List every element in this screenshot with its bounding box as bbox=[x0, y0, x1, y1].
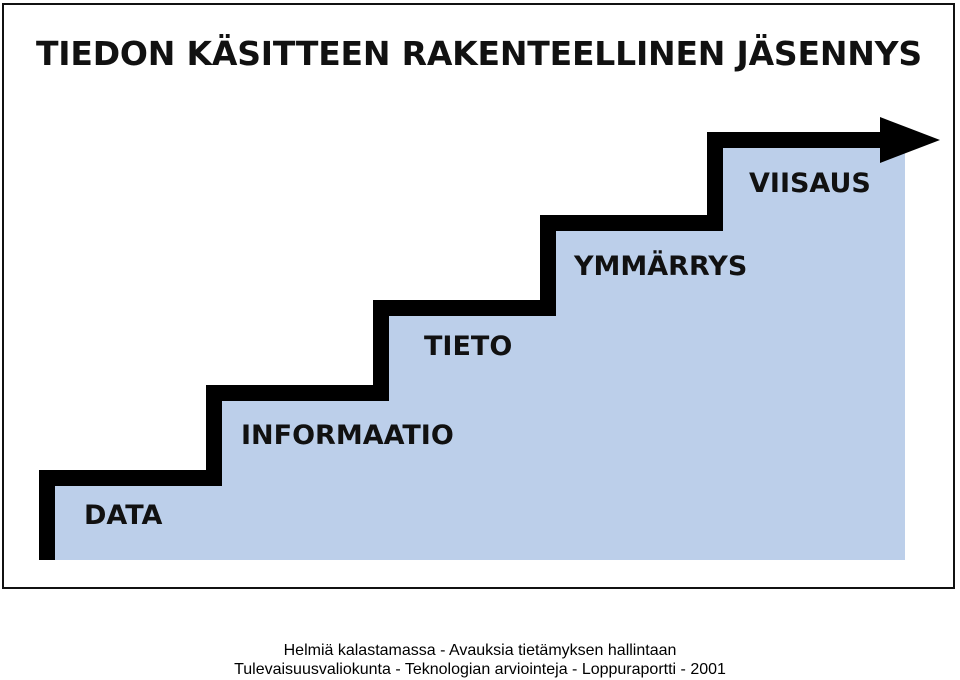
step-label-informaatio: INFORMAATIO bbox=[241, 420, 454, 451]
staircase-graphic bbox=[39, 117, 940, 560]
arrow-head-icon bbox=[880, 117, 940, 163]
step-label-viisaus: VIISAUS bbox=[749, 168, 871, 199]
step-label-tieto: TIETO bbox=[424, 331, 513, 362]
staircase-fill bbox=[47, 140, 905, 560]
step-label-ymmarrys: YMMÄRRYS bbox=[574, 251, 748, 282]
footer-caption-line-1: Helmiä kalastamassa - Avauksia tietämyks… bbox=[283, 642, 677, 659]
footer-caption-line-2: Tulevaisuusvaliokunta - Teknologian arvi… bbox=[234, 661, 726, 678]
diagram-title: TIEDON KÄSITTEEN RAKENTEELLINEN JÄSENNYS bbox=[36, 34, 922, 73]
step-label-data: DATA bbox=[84, 500, 163, 531]
diagram-frame bbox=[2, 3, 955, 589]
staircase-line bbox=[39, 132, 885, 560]
